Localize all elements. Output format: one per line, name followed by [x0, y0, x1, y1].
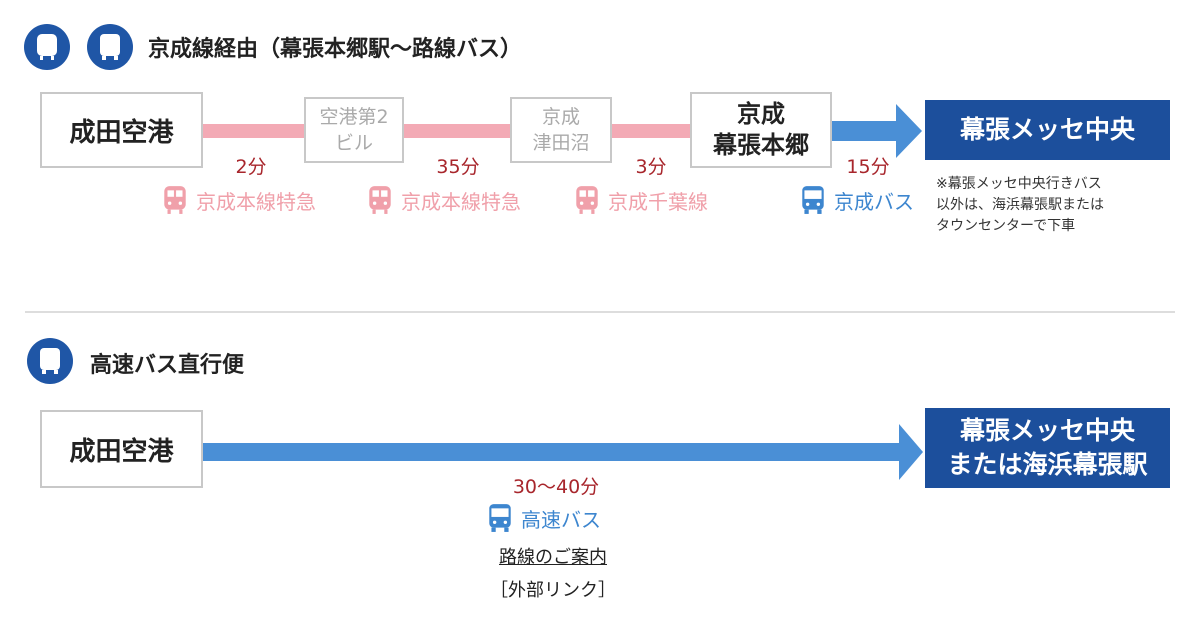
station-keisei-tsudanuma: 京成 津田沼	[510, 97, 612, 163]
line-label: 京成本線特急	[401, 189, 521, 214]
arrow-icon	[203, 424, 923, 480]
note-line: ※幕張メッセ中央行きバス	[936, 176, 1102, 192]
arrow-icon	[832, 104, 922, 158]
line-label: 京成本線特急	[196, 189, 316, 214]
time-label: 15分	[846, 156, 890, 178]
divider	[25, 311, 1175, 313]
time-label: 3分	[635, 156, 667, 178]
destination-line: 幕張メッセ中央	[959, 416, 1135, 445]
note: ※幕張メッセ中央行きバス 以外は、海浜幕張駅または タウンセンターで下車	[936, 174, 1104, 237]
note-line: タウンセンターで下車	[936, 218, 1076, 234]
rail-line	[404, 124, 510, 138]
section-title: 京成線経由（幕張本郷駅〜路線バス）	[148, 37, 523, 62]
external-link-note: ［外部リンク］	[490, 580, 616, 601]
rail-line	[203, 124, 305, 138]
note-line: 以外は、海浜幕張駅または	[936, 197, 1104, 213]
time-label: 2分	[235, 156, 267, 178]
station-narita-airport: 成田空港	[40, 410, 203, 488]
bus-icon	[87, 24, 133, 70]
section-title: 高速バス直行便	[90, 353, 245, 378]
line-label: 高速バス	[521, 507, 601, 532]
line-label: 京成千葉線	[608, 189, 708, 214]
bus-icon	[487, 503, 513, 533]
train-icon	[162, 185, 188, 215]
route-info-link[interactable]: 路線のご案内	[499, 547, 607, 568]
station-airport-terminal2: 空港第2 ビル	[304, 97, 404, 163]
rail-line	[612, 124, 690, 138]
destination-line: または海浜幕張駅	[947, 450, 1148, 479]
train-icon	[24, 24, 70, 70]
bus-icon	[27, 338, 73, 384]
destination-box: 幕張メッセ中央	[925, 100, 1170, 160]
station-keisei-makuharihongo: 京成 幕張本郷	[690, 92, 832, 168]
bus-icon	[800, 185, 826, 215]
station-narita-airport: 成田空港	[40, 92, 203, 168]
train-icon	[574, 185, 600, 215]
time-label: 30〜40分	[512, 476, 600, 498]
time-label: 35分	[436, 156, 480, 178]
line-label: 京成バス	[834, 189, 914, 214]
train-icon	[367, 185, 393, 215]
destination-box: 幕張メッセ中央 または海浜幕張駅	[925, 408, 1170, 488]
